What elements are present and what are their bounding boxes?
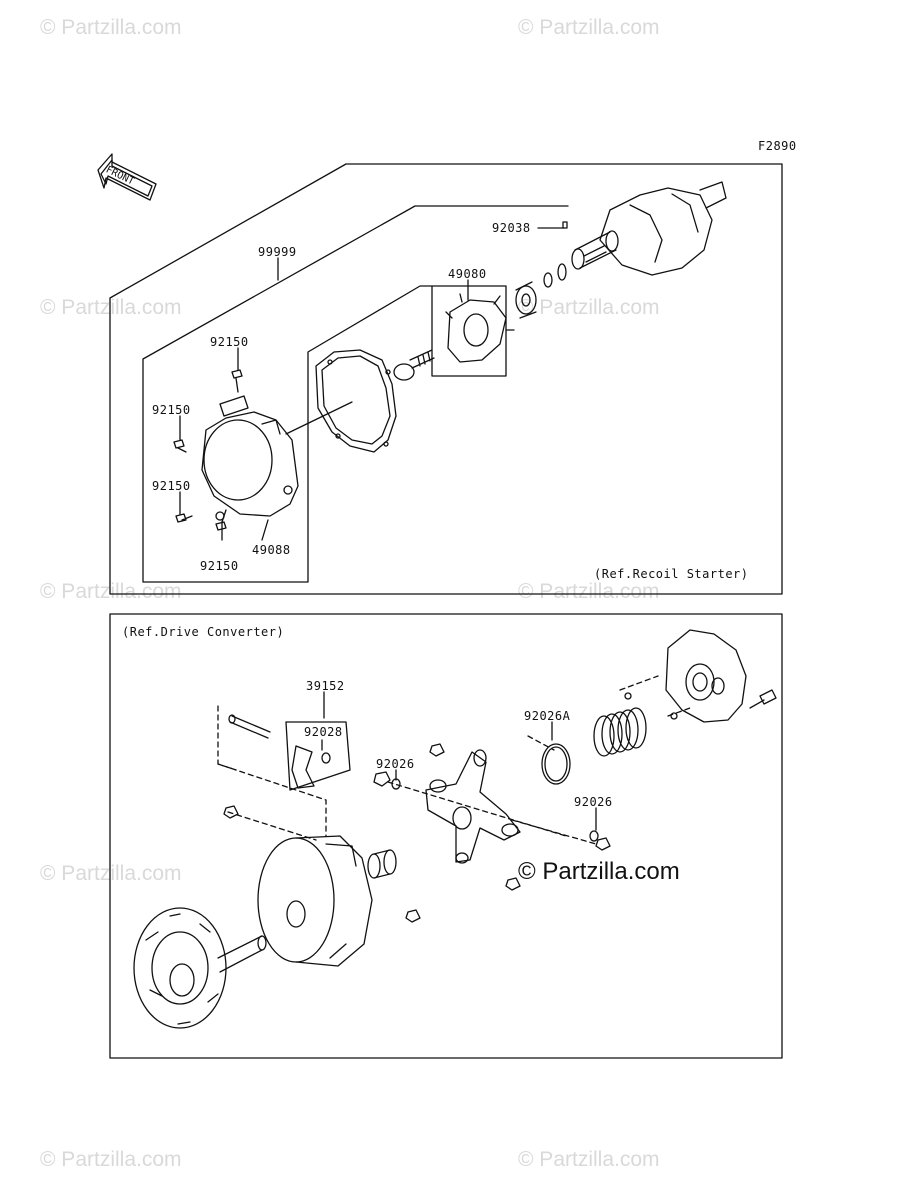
bushing-icon <box>367 849 397 879</box>
watermark-mid-right: © Partzilla.com <box>518 296 660 319</box>
figure-code: F2890 <box>758 139 797 153</box>
bolt-92150-c-icon <box>175 513 193 523</box>
movable-sheave-icon <box>257 835 373 967</box>
part-label-49080: 49080 <box>448 267 487 281</box>
watermark-mid-left: © Partzilla.com <box>40 296 182 319</box>
gasket-icon <box>315 349 397 453</box>
bottom-panel-frame <box>109 613 783 1059</box>
part-label-92150-a: 92150 <box>210 335 249 349</box>
kit-39152-outline <box>285 721 351 791</box>
cover-icon <box>665 629 747 723</box>
part-label-92026-a: 92026 <box>376 757 415 771</box>
roller-weight-92028-icon <box>291 745 331 789</box>
kit-99999-outline <box>142 205 569 583</box>
bolt-92150-a-icon <box>231 369 243 393</box>
watermark-low-right: © Partzilla.com <box>518 580 660 603</box>
ring-92026A-icon <box>541 743 571 785</box>
part-label-92038: 92038 <box>492 221 531 235</box>
spacer-92026-a-icon <box>391 778 401 790</box>
front-arrow-icon <box>97 153 157 201</box>
ref-label-recoil-starter: (Ref.Recoil Starter) <box>594 567 749 581</box>
bolt-92150-b-icon <box>173 439 187 453</box>
watermark-low-left: © Partzilla.com <box>40 580 182 603</box>
watermark-bottom-right: © Partzilla.com <box>518 1148 660 1171</box>
part-label-92026-b: 92026 <box>574 795 613 809</box>
dashed-guide-lines <box>217 675 691 845</box>
part-label-92028: 92028 <box>304 725 343 739</box>
part-label-92150-c: 92150 <box>152 479 191 493</box>
watermark-top-left: © Partzilla.com <box>40 16 182 39</box>
svg-text:FRONT: FRONT <box>104 164 136 187</box>
part-label-99999: 99999 <box>258 245 297 259</box>
recoil-starter-49088-icon <box>201 395 299 521</box>
part-label-49088: 49088 <box>252 543 291 557</box>
spacer-92026-b-icon <box>589 830 599 842</box>
bolt-92150-d-icon <box>215 509 227 531</box>
watermark-lower-left: © Partzilla.com <box>40 862 182 885</box>
watermark-top-right: © Partzilla.com <box>518 16 660 39</box>
ratchet-49080-icon <box>445 293 515 363</box>
spring-shaft-icon <box>393 349 435 381</box>
brand-watermark: © Partzilla.com <box>518 858 680 885</box>
watermark-bottom-left: © Partzilla.com <box>40 1148 182 1171</box>
part-label-92026A: 92026A <box>524 709 571 723</box>
coil-spring-icon <box>593 707 647 757</box>
key-92038-icon <box>562 221 568 229</box>
ref-label-drive-converter: (Ref.Drive Converter) <box>122 625 285 639</box>
cam-plate-icon <box>515 281 537 319</box>
part-label-92150-d: 92150 <box>200 559 239 573</box>
crankshaft-icon <box>571 181 727 276</box>
spider-icon <box>425 749 521 864</box>
top-panel-frame <box>109 163 783 595</box>
part-label-39152: 39152 <box>306 679 345 693</box>
nut-icon <box>223 743 611 923</box>
bolt-icon <box>749 689 777 709</box>
fixed-sheave-icon <box>133 907 267 1029</box>
roller-pin-icon <box>228 714 271 739</box>
spacer-icon <box>624 692 632 700</box>
washer-icon <box>543 263 567 288</box>
part-label-92150-b: 92150 <box>152 403 191 417</box>
gasket-leader <box>285 401 353 435</box>
front-label: FRONT <box>104 164 136 187</box>
